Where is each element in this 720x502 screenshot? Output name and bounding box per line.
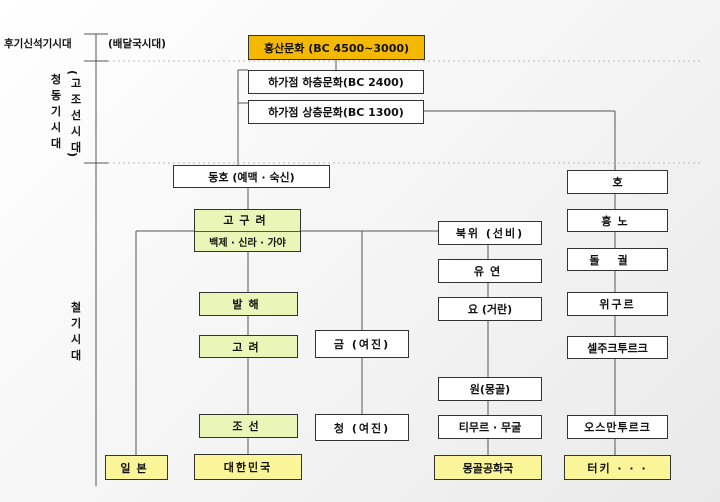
node-hongshan: 홍산문화 (BC 4500~3000) [248, 35, 425, 60]
node-goguryeo: 고구려 [195, 210, 300, 232]
node-xiongnu: 흉노 [567, 209, 668, 232]
node-liao: 요 (거란) [438, 297, 542, 321]
bronze-sub-open-paren: ( [66, 69, 80, 76]
node-goguryeo-group: 고구려 백제 · 신라 · 가야 [194, 209, 301, 252]
node-rouran: 유연 [438, 259, 542, 283]
node-hu: 호 [567, 170, 668, 194]
node-mongolia: 몽골공화국 [434, 455, 542, 480]
node-jin: 금 (여진) [315, 330, 409, 358]
node-timurid-mughal: 티무르 · 무굴 [438, 415, 542, 439]
era-neolithic-label: 후기신석기시대 [4, 38, 72, 50]
node-dongho: 동호 (예맥 · 숙신) [173, 165, 330, 188]
node-joseon: 조선 [199, 414, 298, 438]
era-bronze-sub-label: 고조선시대 [70, 77, 82, 154]
node-yuan: 원(몽골) [438, 377, 542, 401]
node-goryeo: 고려 [199, 335, 298, 358]
node-balhae: 발해 [199, 292, 298, 316]
bronze-sub-close-paren: ) [66, 151, 80, 158]
era-neolithic-sub-label: (배달국시대) [108, 38, 166, 50]
node-japan: 일본 [105, 455, 168, 480]
node-gokturk: 돌궐 [567, 248, 668, 271]
node-turkey: 터키 · · · [564, 455, 671, 480]
node-korea: 대한민국 [194, 454, 302, 480]
node-uyghur: 위구르 [567, 292, 668, 316]
node-xiajiadian-lower: 하가점 하층문화(BC 2400) [248, 70, 424, 94]
node-qing: 청 (여진) [315, 414, 409, 441]
era-iron-label: 철기시대 [70, 301, 82, 362]
node-seljuk: 셀주크투르크 [567, 336, 668, 359]
node-xiajiadian-upper: 하가점 상층문화(BC 1300) [248, 100, 424, 124]
era-bronze-label: 청동기시대 [50, 73, 62, 150]
node-northern-wei: 북위 (선비) [438, 221, 542, 245]
node-three-kingdoms: 백제 · 신라 · 가야 [209, 237, 286, 249]
node-ottoman: 오스만투르크 [567, 415, 668, 439]
